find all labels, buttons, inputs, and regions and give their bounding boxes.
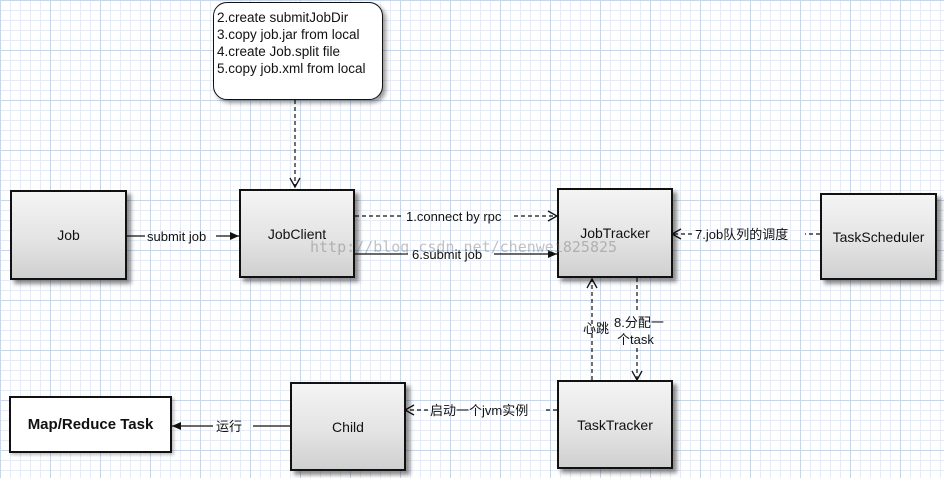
child-node: Child [290,382,406,471]
taskscheduler-node: TaskScheduler [820,193,937,280]
tasktracker-node: TaskTracker [557,380,673,469]
run-label: 运行 [216,419,243,434]
jobclient-node: JobClient [239,189,355,278]
note-line-1: 2.create submitJobDir [217,10,349,25]
note-line-4: 5.copy job.xml from local [217,61,366,76]
heartbeat-label: 心跳 [583,321,610,336]
launch-jvm-label: 启动一个jvm实例 [430,403,529,418]
steps-note: 2.create submitJobDir 3.copy job.jar fro… [213,2,383,100]
connect-rpc-label: 1.connect by rpc [406,209,502,224]
note-line-3: 4.create Job.split file [217,44,341,59]
watermark-text: http://blog.csdn.net/chenwei825825 [310,238,618,256]
note-line-2: 3.copy job.jar from local [217,27,360,42]
submit-job-label: submit job [147,229,207,244]
job-node: Job [10,190,127,280]
mapreduce-task-node: Map/Reduce Task [9,396,172,453]
jobtracker-node: JobTracker [557,188,673,278]
assign-label-line2: 个task [617,332,654,347]
schedule-label: 7.job队列的调度 [695,227,789,242]
submit-job-6-label: 6.submit job [412,247,483,262]
assign-label-line1: 8.分配一 [614,315,664,330]
